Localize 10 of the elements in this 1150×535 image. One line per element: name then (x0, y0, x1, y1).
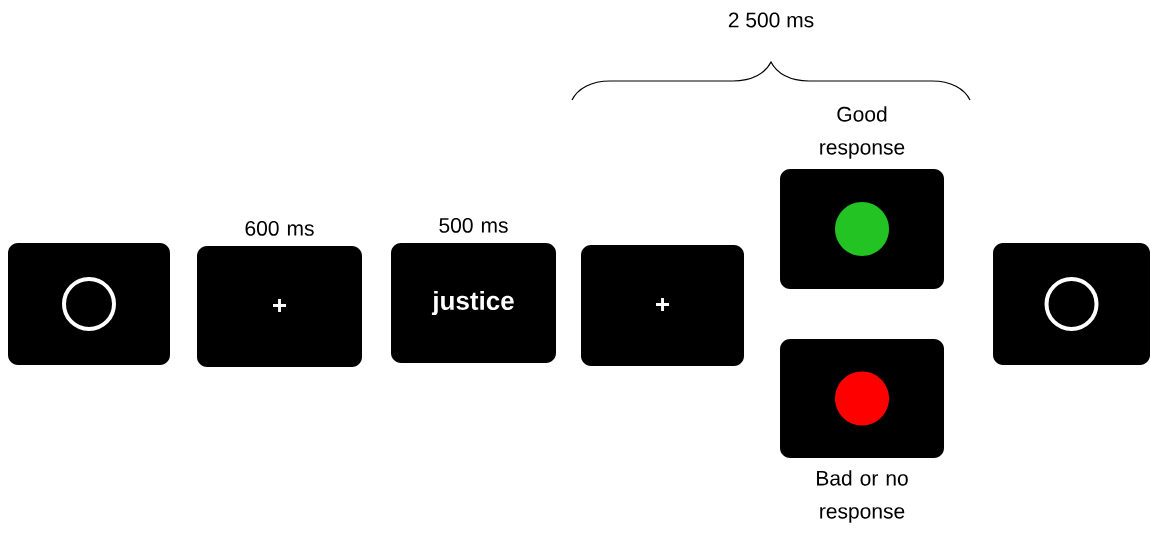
screen-box: + (197, 246, 362, 367)
screen-box: justice (391, 243, 556, 363)
duration-label: Bad or no response (817, 470, 908, 523)
duration-label: 600 ms (245, 220, 314, 236)
screen-box: + (581, 245, 744, 366)
screen-box (8, 243, 170, 365)
duration-label: Good response (820, 106, 905, 159)
duration-label: 2 500 ms (728, 12, 814, 28)
screen-box (993, 243, 1150, 365)
duration-label: 500 ms (439, 217, 508, 233)
